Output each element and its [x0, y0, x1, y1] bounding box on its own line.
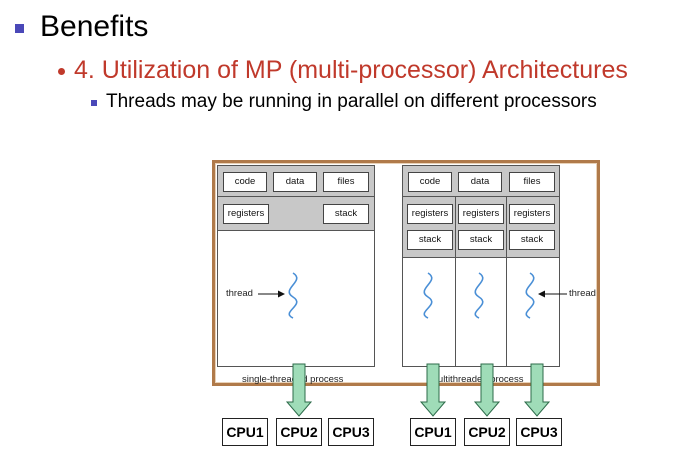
cpu2-right: CPU2 [464, 418, 510, 446]
cpu2-left-arrow-icon [285, 363, 313, 417]
cpu2-left: CPU2 [276, 418, 322, 446]
thread1-registers-cell: registers [407, 204, 453, 224]
multi-code-cell: code [408, 172, 452, 192]
thread1-stack-cell: stack [407, 230, 453, 250]
single-registers-cell: registers [223, 204, 269, 224]
single-code-cell: code [223, 172, 267, 192]
thread3-registers-cell: registers [509, 204, 555, 224]
multi-thread3-squiggle-icon [525, 272, 535, 319]
detail-bullet [91, 100, 97, 106]
multi-data-cell: data [458, 172, 502, 192]
cpu3-right: CPU3 [516, 418, 562, 446]
diagram-frame [212, 160, 600, 386]
cpu3-left: CPU3 [328, 418, 374, 446]
single-stack-cell: stack [323, 204, 369, 224]
thread2-stack-cell: stack [458, 230, 504, 250]
single-files-cell: files [323, 172, 369, 192]
multi-process-box: code data files registers stack register… [402, 165, 560, 367]
multi-process-caption: multithreaded process [430, 374, 524, 385]
multi-thread2-squiggle-icon [474, 272, 484, 319]
single-thread-squiggle-icon [288, 272, 298, 319]
thread3-stack-cell: stack [509, 230, 555, 250]
cpu1-left: CPU1 [222, 418, 268, 446]
slide-detail: Threads may be running in parallel on di… [106, 91, 597, 112]
cpu1-right-arrow-icon [419, 363, 447, 417]
slide-heading: Benefits [40, 10, 149, 43]
slide-subheading: 4. Utilization of MP (multi-processor) A… [74, 56, 628, 84]
cpu3-right-arrow-icon [523, 363, 551, 417]
single-data-cell: data [273, 172, 317, 192]
cpu1-right: CPU1 [410, 418, 456, 446]
multi-thread1-squiggle-icon [423, 272, 433, 319]
single-thread-label: thread [226, 288, 253, 299]
multi-files-cell: files [509, 172, 555, 192]
thread2-registers-cell: registers [458, 204, 504, 224]
cpu2-right-arrow-icon [473, 363, 501, 417]
heading-bullet [15, 24, 24, 33]
subheading-bullet [58, 68, 65, 75]
multi-thread-label: thread [569, 288, 596, 299]
